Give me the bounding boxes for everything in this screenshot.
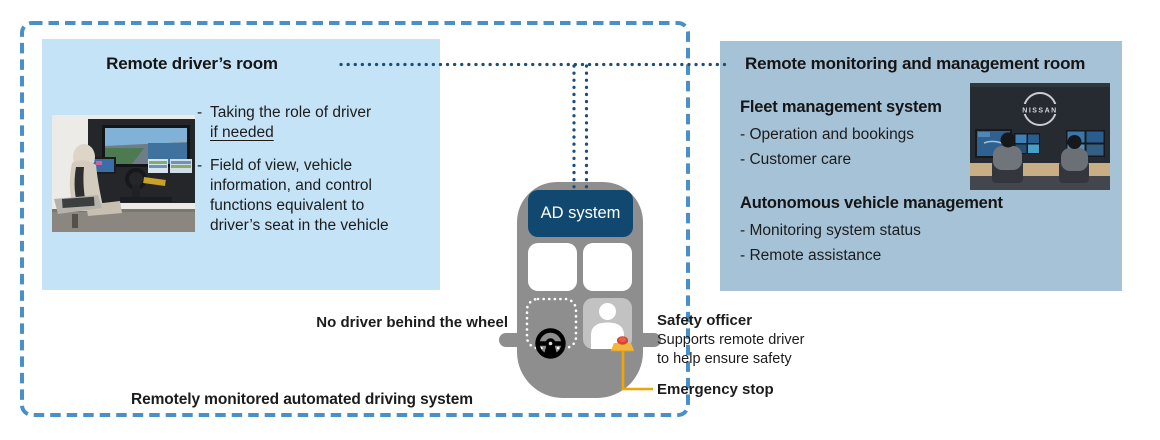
bullet-line-underlined: if needed (210, 124, 274, 141)
driver-room-bullets: - Taking the role of driver if needed - … (197, 103, 435, 236)
bullet-line: Taking the role of driver (210, 104, 372, 121)
fleet-management-heading: Fleet management system (740, 98, 942, 116)
remote-monitoring-room-title: Remote monitoring and management room (745, 54, 1086, 73)
driver-simulator-photo (52, 115, 195, 232)
diagram-caption: Remotely monitored automated driving sys… (131, 391, 473, 408)
bullet-line: driver’s seat in the vehicle (210, 217, 389, 234)
operator-right (1059, 135, 1089, 183)
nissan-logo-text: NISSAN (1022, 108, 1057, 115)
safety-officer-label: Safety officer (657, 312, 753, 329)
bullet-field-of-view: - Field of view, vehicle information, an… (197, 157, 389, 234)
emergency-stop-button (611, 336, 634, 352)
bullet-line: functions equivalent to (210, 197, 365, 214)
fleet-item: - Operation and bookings (740, 126, 915, 143)
autonomous-vehicle-heading: Autonomous vehicle management (740, 194, 1003, 212)
side-mirror-left (499, 333, 518, 347)
remote-driver-room-title: Remote driver’s room (106, 54, 278, 73)
ad-system-box: AD system (528, 190, 633, 237)
no-driver-label: No driver behind the wheel (316, 314, 508, 331)
bullet-taking-role: - Taking the role of driver if needed (197, 104, 372, 141)
bullet-line: Field of view, vehicle (210, 157, 353, 174)
safety-officer-desc-line: Supports remote driver (657, 332, 805, 348)
av-item: - Remote assistance (740, 247, 882, 264)
emergency-stop-label: Emergency stop (657, 381, 774, 398)
autonomous-vehicle-section: Autonomous vehicle management - Monitori… (740, 193, 1003, 268)
control-room-photo: NISSAN (970, 83, 1110, 190)
steering-wheel-icon (535, 328, 566, 359)
safety-officer-desc-line: to help ensure safety (657, 351, 792, 367)
av-item: - Monitoring system status (740, 222, 921, 239)
nissan-logo: NISSAN (1018, 92, 1062, 126)
ad-system-label: AD system (540, 204, 621, 222)
rear-seat-left (528, 243, 577, 291)
fleet-item: - Customer care (740, 151, 852, 168)
bullet-line: information, and control (210, 177, 372, 194)
rear-seat-right (583, 243, 632, 291)
operator-left (992, 132, 1023, 183)
fleet-management-section: Fleet management system - Operation and … (740, 97, 942, 172)
safety-officer-description: Supports remote driver to help ensure sa… (657, 331, 804, 369)
